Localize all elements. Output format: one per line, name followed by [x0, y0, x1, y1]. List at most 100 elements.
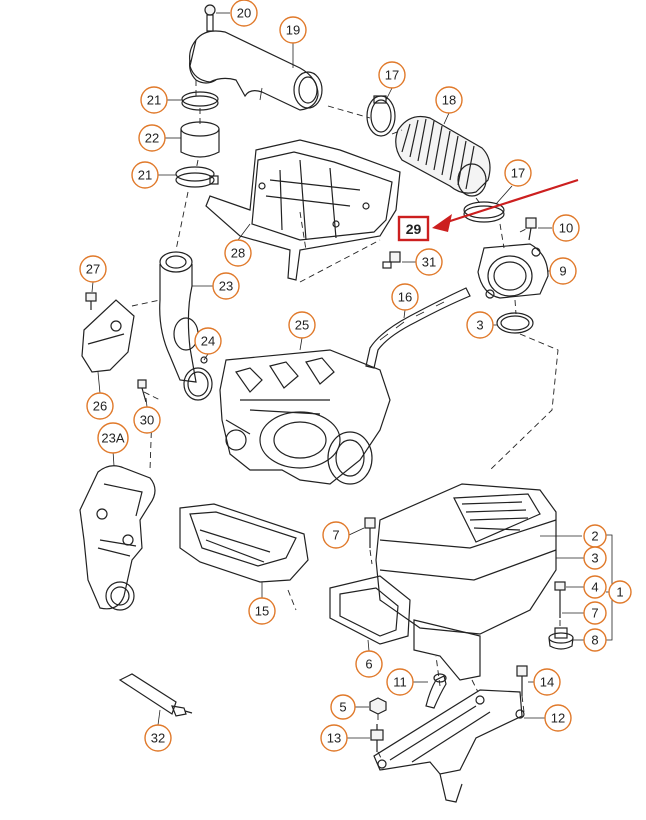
- callouts: 20 19 17 18 21 22 21: [79, 0, 632, 752]
- callout-label: 7: [591, 606, 598, 621]
- callout-label: 24: [201, 334, 215, 349]
- callout-30: 30: [133, 397, 161, 434]
- callout-label: 16: [398, 290, 412, 305]
- clamp-17b: [463, 201, 505, 223]
- bracket-12: [373, 689, 525, 803]
- nut-5a: [369, 697, 387, 715]
- callout-label: 2: [591, 529, 598, 544]
- callout-label: 26: [93, 399, 107, 414]
- callout-17b: 17: [495, 159, 532, 205]
- callout-15: 15: [248, 582, 276, 625]
- callout-label: 21: [147, 93, 161, 108]
- callout-10: 10: [538, 214, 580, 242]
- gasket-24: [183, 356, 213, 401]
- callout-8: 8: [573, 628, 607, 652]
- callout-19: 19: [279, 16, 307, 68]
- bolt-30: [137, 379, 147, 403]
- air-filter-box: [329, 483, 557, 681]
- callout-5a: 5: [330, 694, 369, 720]
- callout-32: 32: [144, 709, 172, 752]
- part-drawings: [79, 4, 574, 803]
- callout-23: 23: [192, 272, 240, 300]
- callout-14: 14: [528, 668, 561, 696]
- callout-label: 12: [551, 711, 565, 726]
- bolt-7b: [554, 581, 566, 618]
- callout-label: 13: [327, 731, 341, 746]
- sleeve-22: [180, 121, 220, 158]
- callout-3a: 3: [466, 311, 497, 339]
- callout-21b: 21: [131, 161, 176, 189]
- callout-4: 4: [566, 575, 607, 599]
- sealant-tube-32: [118, 673, 193, 717]
- seal-3a: [496, 312, 534, 334]
- callout-6: 6: [355, 639, 383, 678]
- callout-label: 4: [591, 580, 598, 595]
- callout-20: 20: [216, 0, 258, 27]
- callout-label: 7: [332, 528, 339, 543]
- callout-label: 23: [219, 279, 233, 294]
- callout-12: 12: [524, 704, 572, 732]
- callout-2: 2: [540, 524, 607, 548]
- callout-label: 8: [591, 633, 598, 648]
- callout-label: 32: [151, 731, 165, 746]
- callout-31: 31: [402, 248, 443, 276]
- highlight-arrow: [443, 178, 579, 225]
- callout-1: 1: [608, 580, 632, 604]
- bolt-20: [204, 4, 216, 32]
- clamp-21a: [181, 91, 219, 111]
- clamp-21b: [175, 166, 219, 188]
- callout-28: 28: [224, 223, 252, 267]
- callout-21a: 21: [140, 86, 182, 114]
- callout-label: 28: [231, 246, 245, 261]
- bolt-27: [85, 292, 97, 310]
- hose-18: [395, 115, 491, 197]
- callout-23a: 23A: [97, 422, 129, 467]
- callout-label: 19: [286, 23, 300, 38]
- callout-label: 18: [442, 93, 456, 108]
- bracket-26: [81, 299, 135, 373]
- callout-label: 1: [616, 585, 623, 600]
- callout-label: 9: [559, 264, 566, 279]
- callout-9: 9: [548, 257, 577, 285]
- callout-13: 13: [320, 724, 370, 752]
- callout-label: 3: [476, 318, 483, 333]
- callout-7a: 7: [322, 521, 365, 549]
- callout-label: 22: [145, 131, 159, 146]
- callout-label: 25: [295, 318, 309, 333]
- callout-label: 6: [365, 657, 372, 672]
- bolt-14: [516, 665, 528, 696]
- callout-3b: 3: [556, 546, 607, 570]
- clamp-17a: [366, 95, 396, 137]
- callout-label: 10: [559, 221, 573, 236]
- heat-shield-28: [205, 139, 401, 281]
- highlight-29: 29: [397, 178, 579, 242]
- callout-7b: 7: [562, 601, 607, 625]
- callout-16: 16: [391, 283, 419, 319]
- callout-18: 18: [435, 86, 463, 125]
- bolt-31: [382, 251, 401, 269]
- pipe-23: [159, 251, 199, 383]
- callout-label: 23A: [101, 431, 124, 446]
- grommet-8: [548, 627, 574, 650]
- callout-25: 25: [288, 311, 316, 351]
- callout-22: 22: [138, 124, 181, 152]
- callout-17a: 17: [378, 61, 406, 101]
- callout-26: 26: [86, 371, 114, 420]
- stud-13: [370, 724, 384, 752]
- callout-label: 14: [540, 675, 554, 690]
- throttle-housing-9: [477, 243, 549, 299]
- pipe-23a: [79, 465, 156, 611]
- highlight-arrowhead: [432, 214, 452, 232]
- turbo-manifold-25: [219, 349, 391, 485]
- callout-label: 11: [393, 675, 407, 690]
- callout-27: 27: [79, 255, 107, 293]
- callout-11: 11: [386, 668, 428, 696]
- assembly-lines: [131, 80, 561, 761]
- bolt-10: [525, 217, 537, 241]
- callout-label: 27: [86, 262, 100, 277]
- callout-label: 17: [385, 68, 399, 83]
- callout-label: 15: [255, 604, 269, 619]
- callout-label: 30: [140, 413, 154, 428]
- callout-label: 20: [237, 6, 251, 21]
